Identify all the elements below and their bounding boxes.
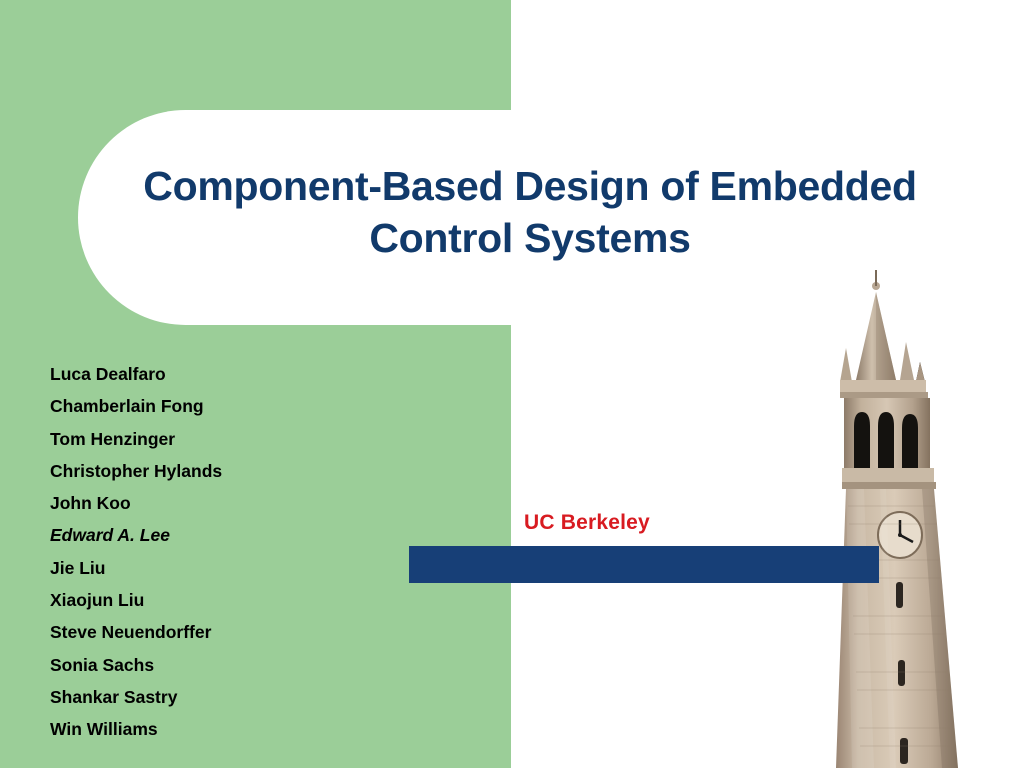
decorative-blue-bar xyxy=(409,546,879,583)
sather-tower-photo xyxy=(834,230,1024,768)
author-list: Luca Dealfaro Chamberlain Fong Tom Henzi… xyxy=(50,358,470,746)
list-item: Jie Liu xyxy=(50,557,106,578)
title-backdrop-plate xyxy=(78,110,778,325)
list-item: Steve Neuendorffer xyxy=(50,622,212,643)
list-item: Win Williams xyxy=(50,719,158,740)
list-item: Tom Henzinger xyxy=(50,428,176,449)
list-item: Edward A. Lee xyxy=(50,525,170,546)
list-item: Xiaojun Liu xyxy=(50,590,145,611)
page-title: Component-Based Design of Embedded Contr… xyxy=(143,163,917,262)
list-item: Luca Dealfaro xyxy=(50,364,166,384)
tower-image-container xyxy=(834,230,1024,768)
list-item: John Koo xyxy=(50,493,131,514)
affiliation-label: UC Berkeley xyxy=(524,511,650,534)
list-item: Shankar Sastry xyxy=(50,686,178,707)
list-item: Christopher Hylands xyxy=(50,460,223,481)
list-item: Sonia Sachs xyxy=(50,654,155,675)
list-item: Chamberlain Fong xyxy=(50,396,204,417)
